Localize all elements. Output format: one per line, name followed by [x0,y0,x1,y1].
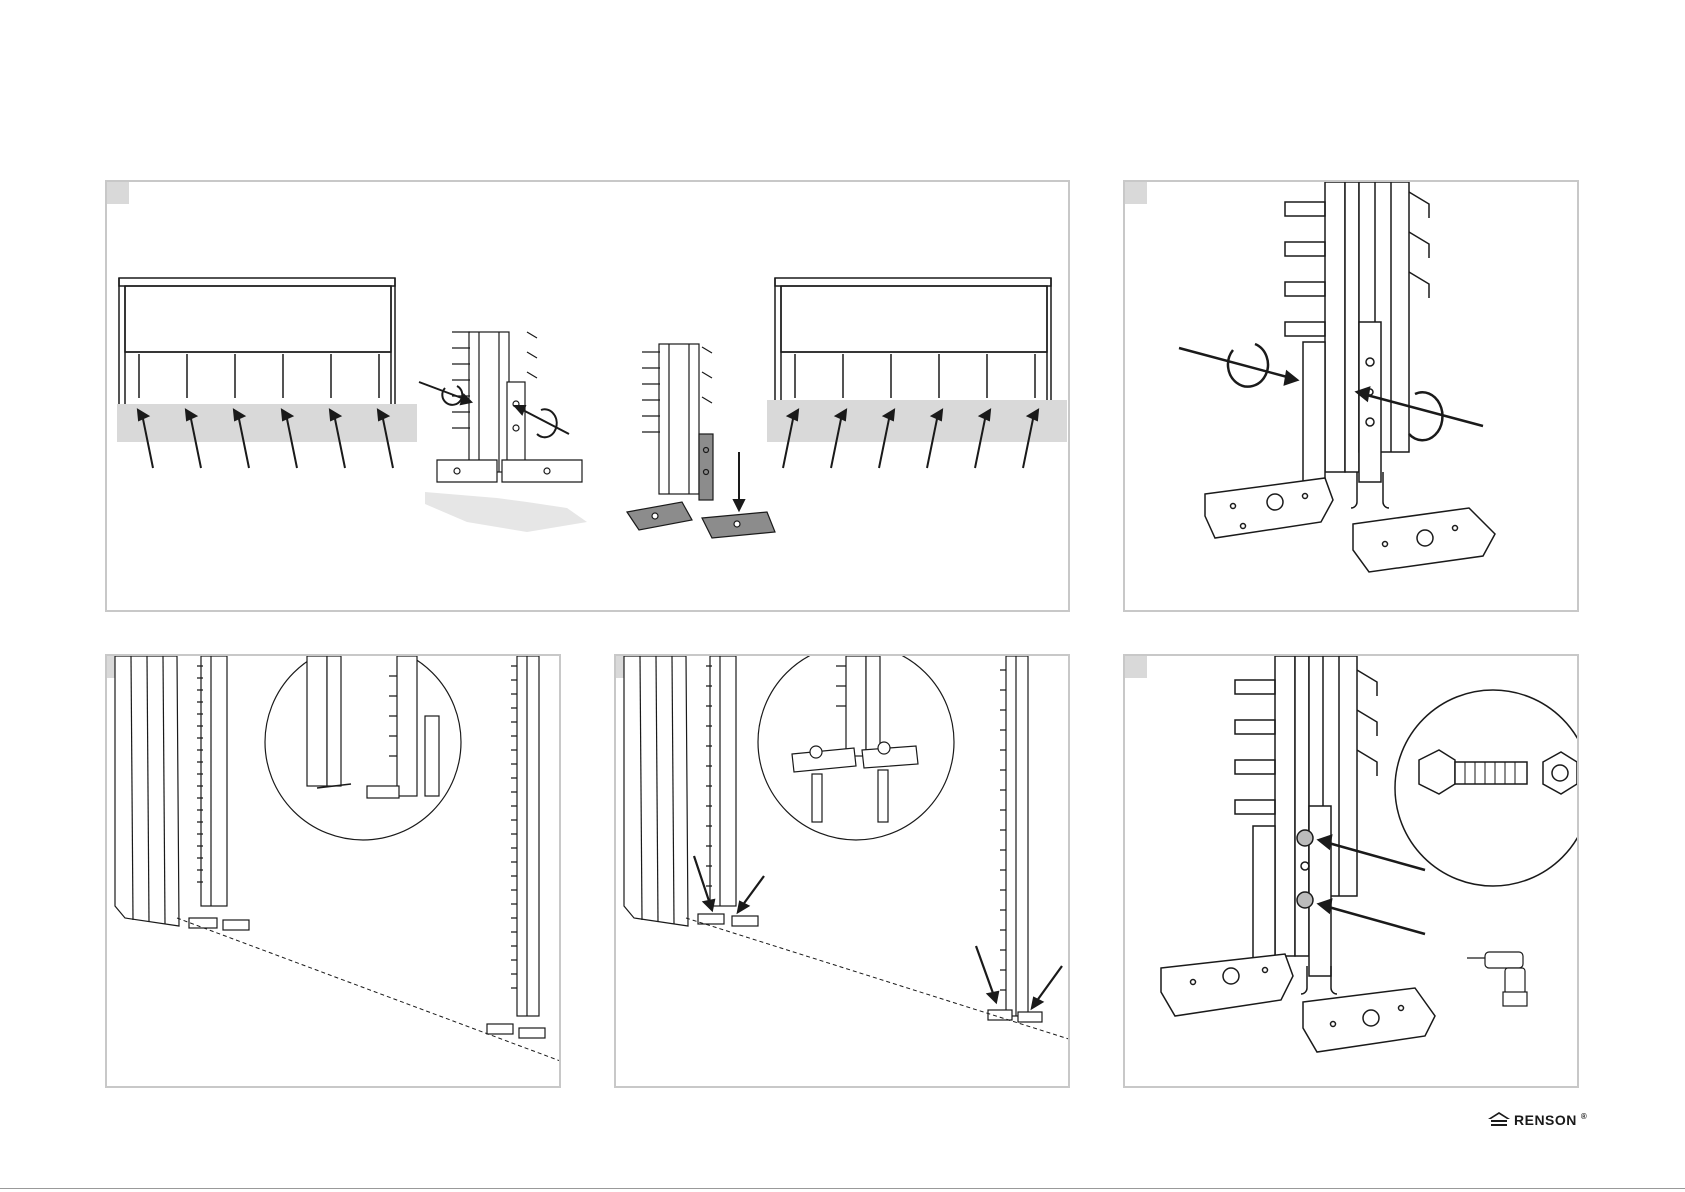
base-plate-right [1303,988,1435,1052]
post-detail [1285,182,1429,508]
logo-trademark: ® [1581,1112,1587,1121]
right-wall-with-posts [775,278,1051,404]
alignment-line [177,918,561,1062]
right-ground-slab [767,400,1067,442]
base-plate-left [1161,954,1293,1016]
panel-5-illustration [1125,656,1579,1088]
logo-text: RENSON [1514,1112,1577,1128]
plate-shadow [425,492,587,532]
left-wall-with-posts [119,278,395,404]
panel-2-illustration [1125,182,1579,612]
instruction-panel-4 [614,654,1070,1088]
panel-4-illustration [616,656,1070,1088]
zoom-circle [265,656,461,840]
renson-logo: RENSON ® [1488,1112,1587,1128]
page-bottom-rule [0,1188,1685,1189]
post-with-highlighted-plate [642,344,713,500]
down-arrow [734,452,744,510]
rotate-arrow-left [419,382,471,405]
post-near [698,656,758,926]
base-plate-right [1353,508,1495,572]
instruction-panel-5 [1123,654,1579,1088]
wall-block [115,656,179,926]
left-ground-slab [117,404,417,442]
post-far [487,656,545,1038]
drill-icon [1467,952,1527,1006]
instruction-panel-1 [105,180,1070,612]
bolt-nut-zoom-circle [1395,690,1579,886]
post-near [189,656,249,930]
rotate-arrow-left [1179,344,1297,387]
post-with-base-plates [437,332,582,482]
instruction-panel-2 [1123,180,1579,612]
post-detail [1235,656,1377,994]
post-far [988,656,1042,1022]
base-plate-left [1205,478,1333,538]
wall-block [624,656,688,926]
renson-roof-icon [1488,1112,1510,1128]
panel-1-illustration [107,182,1070,612]
highlighted-base-plates [627,502,775,538]
instruction-panel-3 [105,654,561,1088]
panel-3-illustration [107,656,561,1088]
zoom-circle [758,656,954,840]
